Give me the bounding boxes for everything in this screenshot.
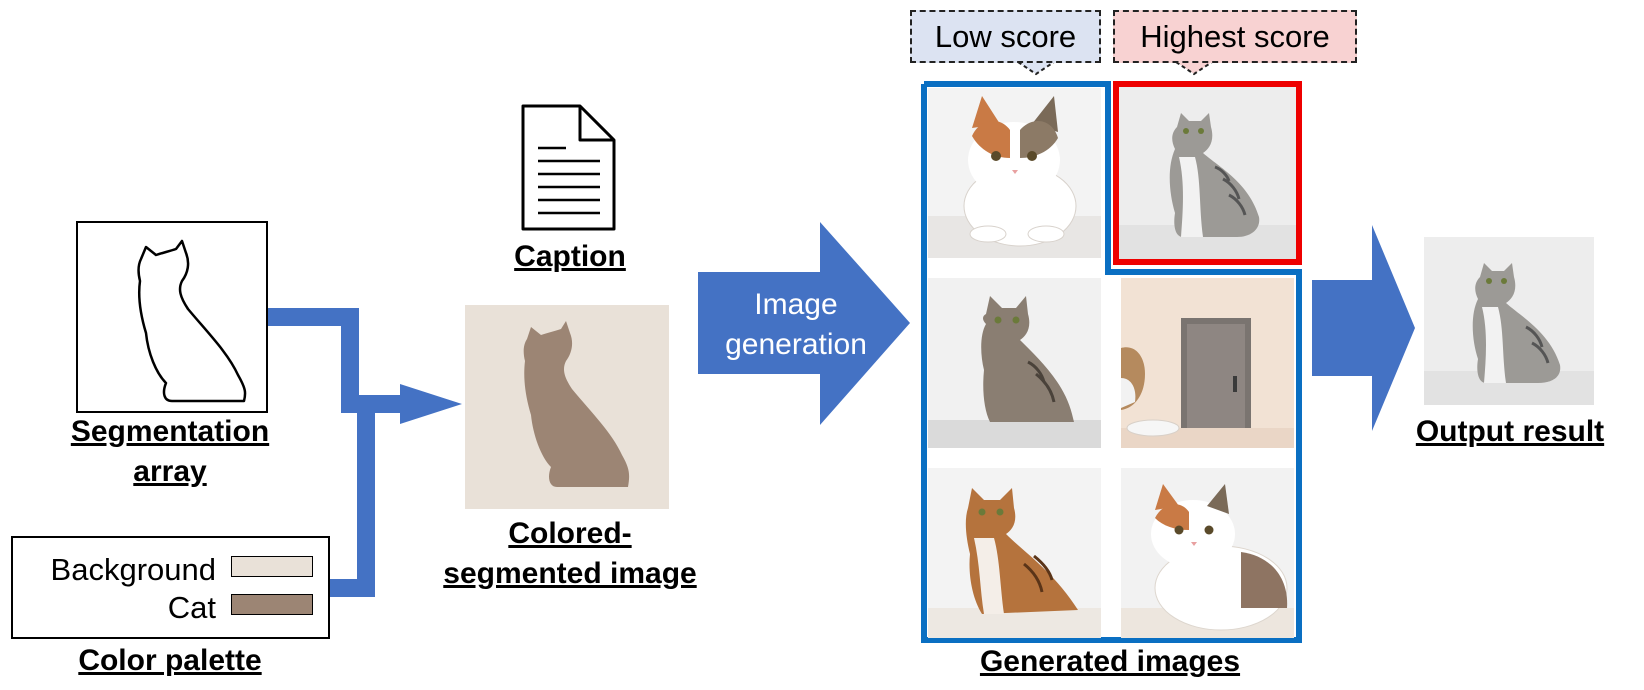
calico-cat-icon xyxy=(928,96,1101,258)
generated-image-6 xyxy=(1121,468,1294,638)
connector-segmentation xyxy=(268,308,400,413)
tabby-cat-icon xyxy=(1424,263,1594,405)
tabby-cat-icon xyxy=(928,296,1101,448)
segmentation-array-label: Segmentation array xyxy=(40,412,300,492)
palette-cat-swatch xyxy=(231,594,313,615)
color-palette-box: Background Cat xyxy=(11,536,330,639)
highest-score-highlight xyxy=(1113,81,1302,265)
merge-arrowhead xyxy=(400,384,462,424)
cat-silhouette-icon xyxy=(523,321,630,487)
low-score-callout: Low score xyxy=(910,10,1101,63)
generated-image-5 xyxy=(928,468,1101,638)
generated-images-label: Generated images xyxy=(979,645,1241,678)
segmentation-array-box xyxy=(76,221,268,413)
palette-background-swatch xyxy=(231,556,313,577)
cat-outline-icon xyxy=(137,239,247,403)
low-callout-pointer xyxy=(1017,61,1055,76)
segmentation-array-label-line1: Segmentation xyxy=(70,415,270,448)
generated-image-3 xyxy=(928,278,1101,448)
connector-palette xyxy=(330,404,375,597)
caption-label: Caption xyxy=(514,240,626,273)
output-result-image xyxy=(1424,237,1594,405)
output-arrow xyxy=(1312,225,1415,431)
colored-segmented-label-line2: segmented image xyxy=(443,557,697,590)
generated-image-4 xyxy=(1121,278,1294,448)
tabby-cat-icon xyxy=(1119,113,1296,259)
high-callout-pointer xyxy=(1175,61,1213,76)
colored-segmented-label: Colored- segmented image xyxy=(410,514,730,594)
palette-cat-label: Cat xyxy=(167,590,216,625)
door-cat-icon xyxy=(1121,278,1294,448)
generated-images-frame xyxy=(921,81,1302,643)
orange-tabby-cat-icon xyxy=(928,488,1101,638)
generated-image-2 xyxy=(1119,87,1296,259)
image-generation-text-line2: generation xyxy=(725,328,867,361)
palette-background-label: Background xyxy=(50,552,216,587)
segmentation-array-label-line2: array xyxy=(133,455,207,488)
image-generation-text-line1: Image xyxy=(754,288,838,321)
generated-images-border xyxy=(921,81,1302,643)
calico-cat-icon xyxy=(1121,484,1294,638)
color-palette-label: Color palette xyxy=(78,644,262,677)
highest-score-callout: Highest score xyxy=(1113,10,1357,63)
colored-segmented-image xyxy=(465,305,669,509)
image-generation-arrow xyxy=(698,222,910,425)
colored-segmented-label-line1: Colored- xyxy=(508,517,632,550)
output-result-label: Output result xyxy=(1415,415,1605,448)
generated-image-1 xyxy=(928,88,1101,258)
image-generation-text: Image generation xyxy=(706,285,886,365)
